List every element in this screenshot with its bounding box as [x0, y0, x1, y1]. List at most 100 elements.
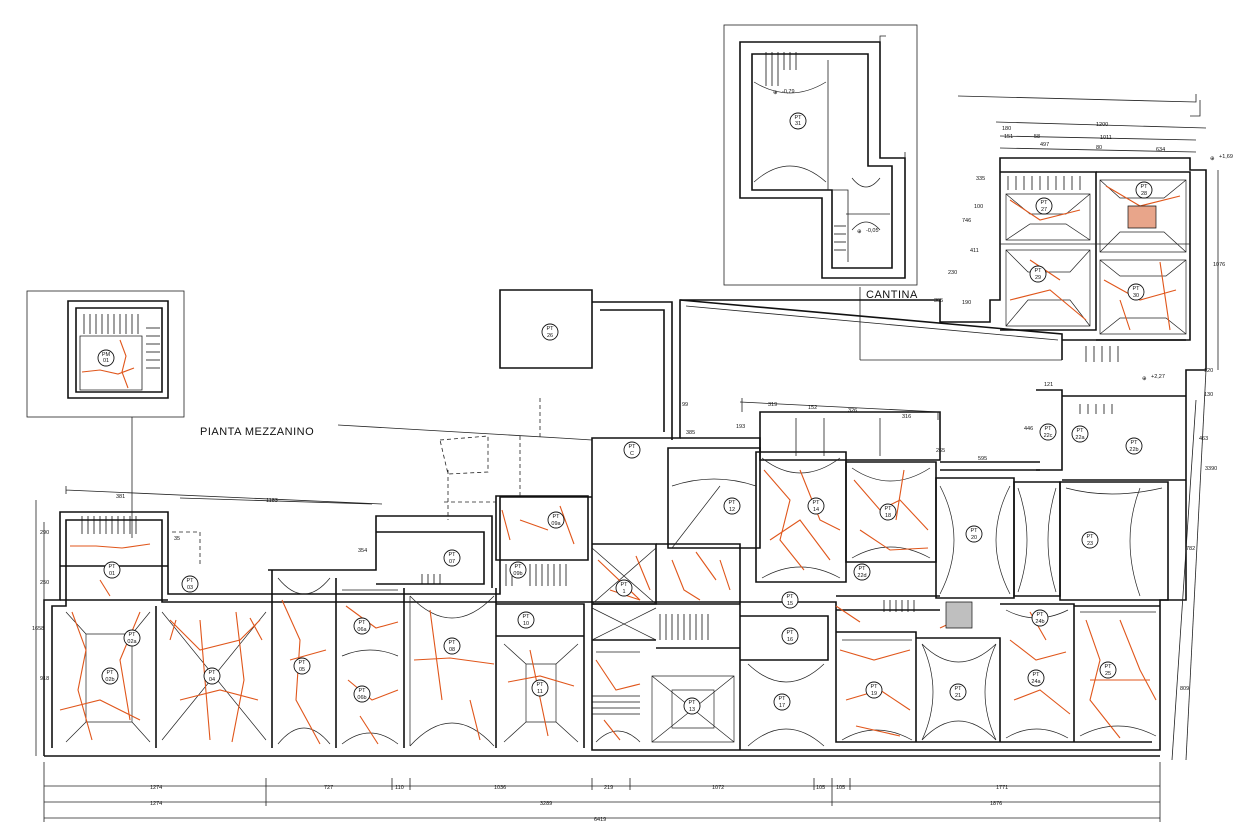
room-number: 20 [971, 535, 977, 541]
room-number: 10 [523, 621, 529, 627]
svg-text:463: 463 [1199, 436, 1208, 442]
room-bubble-pt1: PT1 [615, 579, 633, 597]
room-prefix: PT [778, 696, 786, 702]
svg-text:190: 190 [962, 300, 971, 306]
room-number: 02b [105, 677, 114, 683]
room-number: 21 [955, 693, 961, 699]
vault-lines [65, 179, 1187, 747]
room-number: 1 [622, 589, 625, 595]
room-number: 17 [779, 703, 785, 709]
svg-text:121: 121 [1044, 382, 1053, 388]
room-prefix: PT [358, 620, 366, 626]
room-prefix: PT [1076, 428, 1084, 434]
room-prefix: PT [536, 682, 544, 688]
svg-text:35: 35 [174, 536, 180, 542]
svg-text:⊕: ⊕ [857, 229, 862, 235]
mezzanine-stair [83, 314, 160, 369]
svg-text:1658: 1658 [32, 626, 44, 632]
svg-text:100: 100 [974, 204, 983, 210]
room-prefix: PT [1140, 184, 1148, 190]
room-prefix: PT [128, 632, 136, 638]
room-number: 30 [1133, 293, 1139, 299]
room-number: 01 [109, 571, 115, 577]
svg-text:319: 319 [768, 402, 777, 408]
svg-text:918: 918 [40, 676, 49, 682]
svg-text:⊕: ⊕ [1142, 376, 1147, 382]
room-number: 23 [1087, 541, 1093, 547]
room-bubble-pt31: PT 31 [789, 112, 807, 130]
room-number: 07 [449, 559, 455, 565]
svg-text:1072: 1072 [712, 785, 724, 791]
room-number: 06a [357, 627, 367, 633]
stairs [81, 176, 1119, 715]
room-prefix: PT [106, 670, 114, 676]
cellar-inset: PT 31 ⊕ -0,79 ⊕ -0,05 [723, 24, 918, 286]
room-number: 22d [857, 573, 866, 579]
room-prefix: PT [812, 500, 820, 506]
svg-text:110: 110 [395, 785, 404, 791]
hatched-area [1127, 205, 1157, 229]
svg-text:746: 746 [962, 218, 971, 224]
room-number: 26 [547, 333, 553, 339]
room-number: 25 [1105, 671, 1111, 677]
svg-text:01: 01 [103, 358, 109, 364]
room-prefix: PT [884, 506, 892, 512]
svg-text:497: 497 [1040, 142, 1049, 148]
room-prefix: PT [546, 326, 554, 332]
room-number: 05 [299, 667, 305, 673]
level-cellar-top: -0,79 [782, 89, 795, 95]
room-prefix: PT [688, 700, 696, 706]
svg-text:354: 354 [358, 548, 367, 554]
svg-text:151: 151 [1004, 134, 1013, 140]
svg-text:3390: 3390 [1205, 466, 1217, 472]
room-prefix: PT [1104, 664, 1112, 670]
cellar-plan-label: CANTINA [866, 289, 918, 301]
room-prefix: PT [522, 614, 530, 620]
room-prefix: PT [1130, 440, 1138, 446]
room-number: 14 [813, 507, 819, 513]
room-prefix: PT [620, 582, 628, 588]
svg-text:290: 290 [40, 530, 49, 536]
room-number: 02a [127, 639, 137, 645]
svg-text:⊕: ⊕ [773, 90, 778, 96]
room-prefix: PT [628, 444, 636, 450]
room-prefix: PT [552, 514, 560, 520]
svg-text:99: 99 [682, 402, 688, 408]
svg-text:80: 80 [1096, 145, 1102, 151]
svg-text:595: 595 [978, 456, 987, 462]
room-prefix: PT [1044, 426, 1052, 432]
bottom-dimensions: 1274 727 110 1036 219 1072 105 105 1771 … [43, 762, 1161, 823]
svg-text:180: 180 [1002, 126, 1011, 132]
room-number: C [630, 451, 634, 457]
room-number: 24a [1031, 679, 1041, 685]
room-number: 19 [871, 691, 877, 697]
svg-text:120: 120 [1204, 368, 1213, 374]
svg-text:316: 316 [902, 414, 911, 420]
room-bubble-ptc: PTC [623, 441, 641, 459]
room-number: 04 [209, 677, 215, 683]
room-prefix: PT [108, 564, 116, 570]
svg-text:1274: 1274 [150, 785, 162, 791]
room-number: 06b [357, 695, 366, 701]
